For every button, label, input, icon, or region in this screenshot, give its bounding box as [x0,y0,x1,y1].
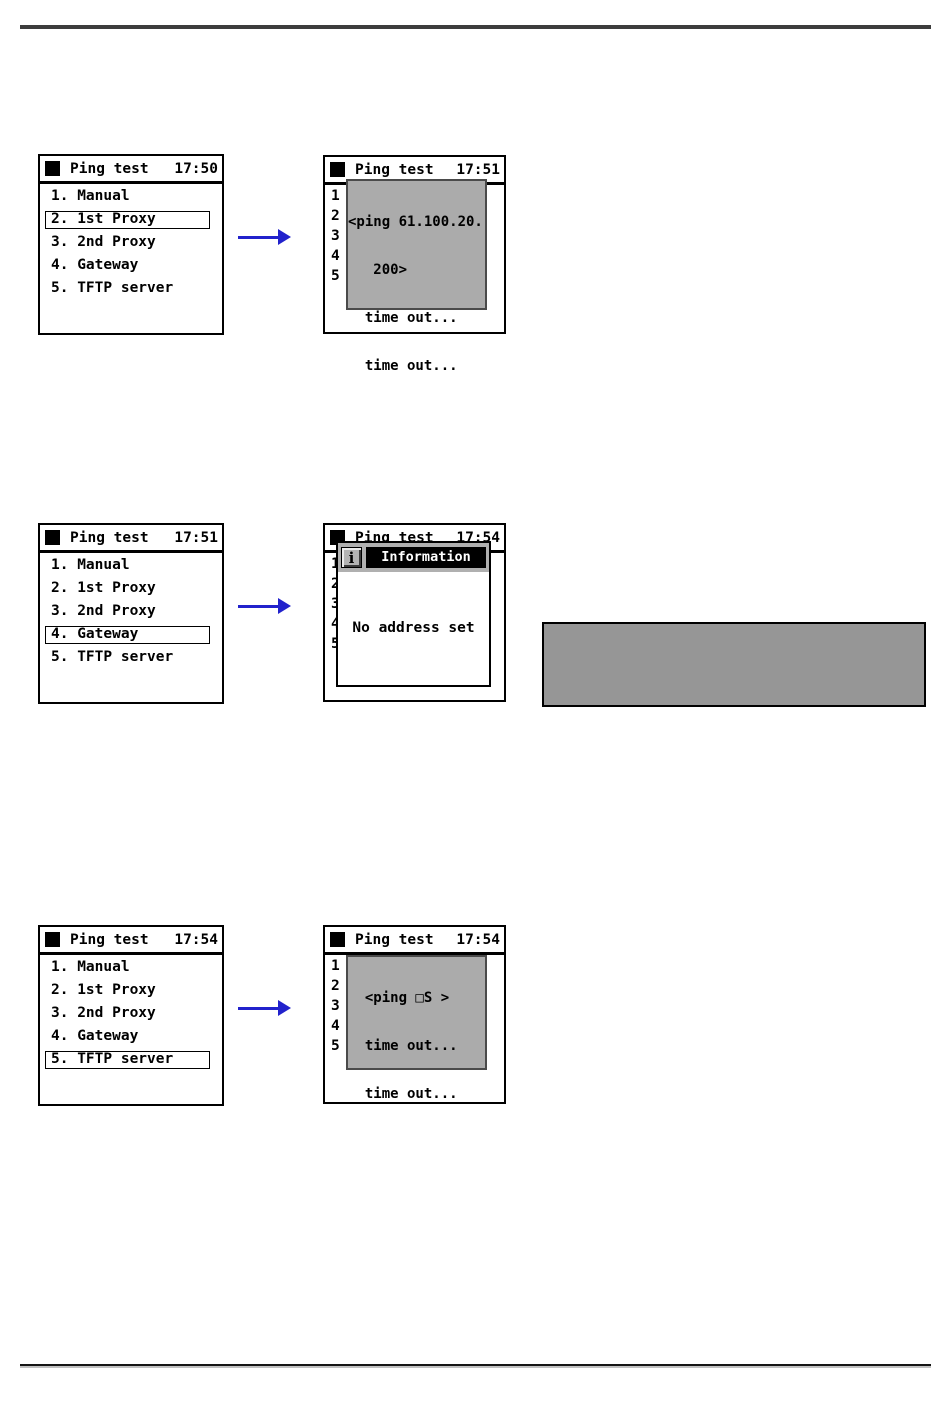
lcd-header: Ping test 17:50 [40,156,222,184]
line-number-column: 1 2 3 4 5 [331,186,340,286]
menu-square-icon [45,530,60,545]
line-number: 5 [331,634,340,654]
dialog-message: No address set [352,619,475,636]
menu-item-gateway-selected: 4. Gateway [45,626,210,644]
screen-time: 17:54 [456,931,500,948]
dialog-title: Information [366,547,486,568]
screen-title: Ping test [355,161,434,178]
ping-test-menu: 1. Manual 2. 1st Proxy 3. 2nd Proxy 4. G… [40,184,222,298]
gray-placeholder-panel [542,622,926,707]
screen-title: Ping test [70,931,149,948]
ping-output-line: time out... [348,1086,458,1102]
menu-square-icon [330,162,345,177]
screen-title: Ping test [355,931,434,948]
ping-test-menu: 1. Manual 2. 1st Proxy 3. 2nd Proxy 4. G… [40,553,222,667]
menu-square-icon [45,932,60,947]
line-number: 3 [331,228,340,244]
dialog-titlebar: i Information [338,543,489,572]
menu-item-tftp-server: 5. TFTP server [51,280,174,296]
menu-item-manual: 1. Manual [51,959,130,975]
line-number: 2 [331,208,340,224]
menu-item-2nd-proxy: 3. 2nd Proxy [51,234,156,250]
line-number: 3 [331,594,340,614]
page-top-rule [20,25,931,29]
lcd-screen-menu-tftp-server: Ping test 17:54 1. Manual 2. 1st Proxy 3… [38,925,224,1106]
line-number: 1 [331,958,340,974]
ping-output-line: time out... [348,358,458,374]
screen-title: Ping test [70,529,149,546]
screen-time: 17:50 [174,160,218,177]
menu-item-tftp-server-selected: 5. TFTP server [45,1051,210,1069]
ping-output-line: <ping 61.100.20. [348,214,483,230]
page-bottom-rule [20,1364,931,1366]
line-number: 3 [331,998,340,1014]
menu-item-gateway: 4. Gateway [51,257,139,273]
menu-item-tftp-server: 5. TFTP server [51,649,174,665]
ping-output-line: <ping □S > [348,990,450,1006]
right-arrow-icon [238,1000,291,1016]
lcd-header: Ping test 17:54 [40,927,222,955]
line-number: 4 [331,614,340,634]
line-number: 4 [331,248,340,264]
menu-item-manual: 1. Manual [51,188,130,204]
menu-item-2nd-proxy: 3. 2nd Proxy [51,1005,156,1021]
ping-output-line: time out... [348,1038,458,1054]
ping-output-box: <ping 61.100.20. 200> time out... time o… [346,179,487,374]
lcd-screen-menu-1st-proxy: Ping test 17:50 1. Manual 2. 1st Proxy 3… [38,154,224,335]
screen-time: 17:54 [174,931,218,948]
menu-item-1st-proxy-selected: 2. 1st Proxy [45,211,210,229]
line-number: 1 [331,188,340,204]
lcd-header: Ping test 17:54 [325,927,504,955]
menu-item-1st-proxy: 2. 1st Proxy [51,580,156,596]
lcd-screen-menu-gateway: Ping test 17:51 1. Manual 2. 1st Proxy 3… [38,523,224,704]
ping-output-line: time out... [348,310,458,326]
line-number: 2 [331,978,340,994]
right-arrow-icon [238,229,291,245]
lcd-screen-no-address-dialog: Ping test 17:54 1 2 3 4 5 i Information … [323,523,506,702]
ping-test-menu: 1. Manual 2. 1st Proxy 3. 2nd Proxy 4. G… [40,955,222,1069]
right-arrow-icon [238,598,291,614]
menu-item-1st-proxy: 2. 1st Proxy [51,982,156,998]
screen-time: 17:51 [456,161,500,178]
line-number: 4 [331,1018,340,1034]
line-number: 1 [331,554,340,574]
menu-square-icon [330,932,345,947]
information-icon: i [341,547,362,568]
information-dialog: i Information No address set [336,541,491,687]
ping-output-box: <ping □S > time out... time out... [346,955,487,1102]
line-number: 5 [331,268,340,284]
menu-item-manual: 1. Manual [51,557,130,573]
screen-time: 17:51 [174,529,218,546]
line-number-column: 1 2 3 4 5 [331,956,340,1056]
menu-square-icon [45,161,60,176]
menu-item-2nd-proxy: 3. 2nd Proxy [51,603,156,619]
line-number: 5 [331,1038,340,1054]
lcd-header: Ping test 17:51 [40,525,222,553]
lcd-screen-ping-proxy-result: Ping test 17:51 1 2 3 4 5 <ping 61.100.2… [323,155,506,374]
line-number-column: 1 2 3 4 5 [331,554,340,654]
lcd-screen-ping-tftp-result: Ping test 17:54 1 2 3 4 5 <ping □S > tim… [323,925,506,1104]
menu-item-gateway: 4. Gateway [51,1028,139,1044]
ping-output-line: 200> [348,262,408,278]
screen-title: Ping test [70,160,149,177]
line-number: 2 [331,574,340,594]
